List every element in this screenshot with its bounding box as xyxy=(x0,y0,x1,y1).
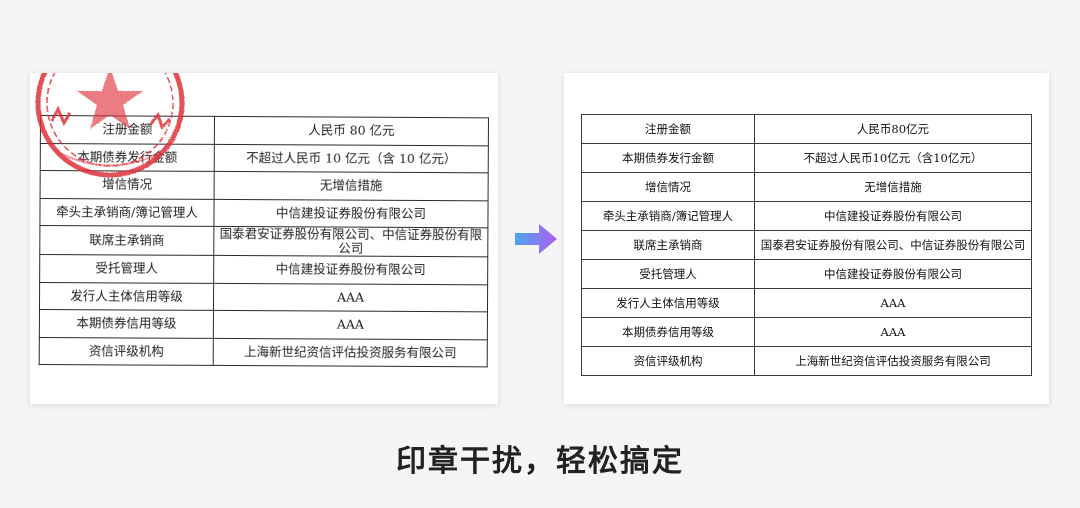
original-row: 受托管理人中信建投证券股份有限公司 xyxy=(39,254,488,285)
original-label-cell: 牵头主承销商/簿记管理人 xyxy=(39,198,215,227)
original-value-cell: 无增信措施 xyxy=(214,171,489,201)
cleaned-label-cell: 联席主承销商 xyxy=(581,230,755,260)
original-value-cell: 上海新世纪资信评估投资服务有限公司 xyxy=(213,337,488,367)
cleaned-label-cell: 增信情况 xyxy=(581,172,755,202)
original-row: 注册金额人民币 80 亿元 xyxy=(40,115,489,146)
cleaned-label-cell: 资信评级机构 xyxy=(581,346,755,376)
cleaned-value-cell: AAA xyxy=(754,288,1032,318)
original-label-cell: 增信情况 xyxy=(40,170,215,199)
cleaned-label-cell: 本期债券发行金额 xyxy=(581,143,755,173)
cleaned-table: 注册金额人民币80亿元本期债券发行金额不超过人民币10亿元（含10亿元）增信情况… xyxy=(581,114,1032,376)
original-value-cell: 国泰君安证券股份有限公司、中信证券股份有限公司 xyxy=(213,226,488,257)
original-value-cell: 中信建投证券股份有限公司 xyxy=(213,198,489,228)
original-label-cell: 本期债券发行金额 xyxy=(40,143,215,172)
cleaned-value-cell: AAA xyxy=(754,317,1032,347)
cleaned-value-cell: 国泰君安证券股份有限公司、中信证券股份有限公司 xyxy=(754,230,1032,260)
cleaned-table-wrap: 注册金额人民币80亿元本期债券发行金额不超过人民币10亿元（含10亿元）增信情况… xyxy=(581,114,1032,376)
original-row: 牵头主承销商/簿记管理人中信建投证券股份有限公司 xyxy=(39,198,489,228)
cleaned-value-cell: 人民币80亿元 xyxy=(754,114,1032,144)
cleaned-row: 牵头主承销商/簿记管理人中信建投证券股份有限公司 xyxy=(581,201,1032,231)
cleaned-value-cell: 不超过人民币10亿元（含10亿元） xyxy=(754,143,1032,173)
original-row: 资信评级机构上海新世纪资信评估投资服务有限公司 xyxy=(39,336,488,367)
original-value-cell: AAA xyxy=(213,310,488,340)
original-table: 注册金额人民币 80 亿元本期债券发行金额不超过人民币 10 亿元（含 10 亿… xyxy=(39,115,489,367)
cleaned-row: 本期债券发行金额不超过人民币10亿元（含10亿元） xyxy=(581,143,1032,173)
original-table-wrap: 注册金额人民币 80 亿元本期债券发行金额不超过人民币 10 亿元（含 10 亿… xyxy=(39,115,489,367)
original-label-cell: 资信评级机构 xyxy=(39,336,214,366)
original-row: 本期债券发行金额不超过人民币 10 亿元（含 10 亿元） xyxy=(40,143,489,173)
cleaned-row: 增信情况无增信措施 xyxy=(581,172,1032,202)
caption: 印章干扰，轻松搞定 xyxy=(396,444,684,479)
cleaned-label-cell: 注册金额 xyxy=(581,114,755,144)
cleaned-value-cell: 中信建投证券股份有限公司 xyxy=(754,201,1032,231)
cleaned-label-cell: 牵头主承销商/簿记管理人 xyxy=(581,201,755,231)
cleaned-row: 受托管理人中信建投证券股份有限公司 xyxy=(581,259,1032,289)
original-value-cell: 不超过人民币 10 亿元（含 10 亿元） xyxy=(214,143,489,173)
cleaned-label-cell: 本期债券信用等级 xyxy=(581,317,755,347)
original-row: 联席主承销商国泰君安证券股份有限公司、中信证券股份有限公司 xyxy=(39,225,488,257)
original-label-cell: 发行人主体信用等级 xyxy=(39,282,214,311)
cleaned-row: 联席主承销商国泰君安证券股份有限公司、中信证券股份有限公司 xyxy=(581,230,1032,260)
original-label-cell: 联席主承销商 xyxy=(39,225,214,256)
arrow-right-icon xyxy=(515,224,557,254)
cleaned-label-cell: 受托管理人 xyxy=(581,259,755,289)
original-row: 增信情况无增信措施 xyxy=(40,170,489,201)
cleaned-value-cell: 中信建投证券股份有限公司 xyxy=(754,259,1032,289)
cleaned-row: 注册金额人民币80亿元 xyxy=(581,114,1032,144)
cleaned-value-cell: 上海新世纪资信评估投资服务有限公司 xyxy=(754,346,1032,376)
cleaned-value-cell: 无增信措施 xyxy=(754,172,1032,202)
original-value-cell: 中信建投证券股份有限公司 xyxy=(213,255,488,285)
cleaned-row: 资信评级机构上海新世纪资信评估投资服务有限公司 xyxy=(581,346,1032,376)
original-value-cell: 人民币 80 亿元 xyxy=(214,116,489,146)
original-label-cell: 受托管理人 xyxy=(39,254,214,283)
cleaned-label-cell: 发行人主体信用等级 xyxy=(581,288,755,318)
original-label-cell: 本期债券信用等级 xyxy=(39,309,214,338)
original-value-cell: AAA xyxy=(213,282,488,312)
original-label-cell: 注册金额 xyxy=(40,115,215,144)
